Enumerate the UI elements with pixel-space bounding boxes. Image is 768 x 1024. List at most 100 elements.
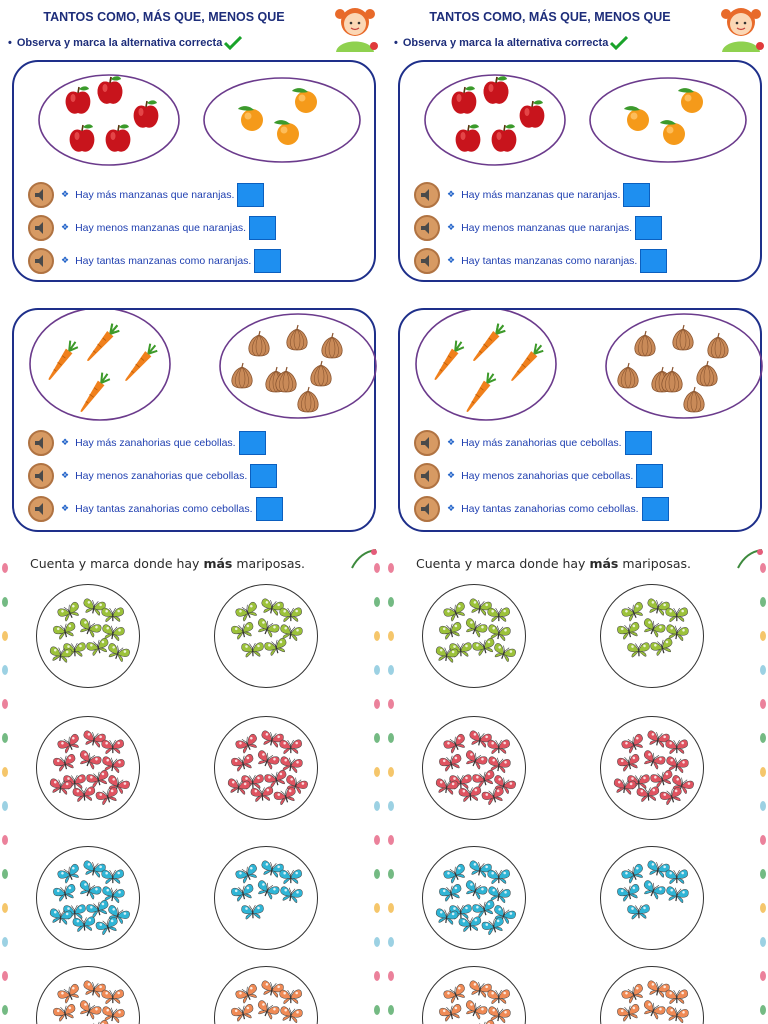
answer-option[interactable]: ❖Hay menos manzanas que naranjas. xyxy=(414,215,663,241)
right-group-oval xyxy=(219,313,377,419)
answer-option[interactable]: ❖Hay más zanahorias que cebollas. xyxy=(414,430,652,456)
onion-icon xyxy=(297,386,319,413)
onion-icon xyxy=(231,362,253,389)
onion-icon xyxy=(661,366,683,393)
butterfly-group-circle[interactable] xyxy=(36,966,140,1024)
butterfly-group-circle[interactable] xyxy=(214,846,318,950)
butterfly-group-circle[interactable] xyxy=(422,846,526,950)
butterfly-group-circle[interactable] xyxy=(36,716,140,820)
answer-option[interactable]: ❖Hay tantas zanahorias como cebollas. xyxy=(28,496,283,522)
left-group-oval xyxy=(424,74,566,166)
right-floral-border xyxy=(374,563,380,1015)
diamond-bullet-icon: ❖ xyxy=(447,223,456,233)
diamond-bullet-icon: ❖ xyxy=(61,256,70,266)
butterfly-group-circle[interactable] xyxy=(422,584,526,688)
butterfly-icon xyxy=(627,904,650,920)
answer-option[interactable]: ❖Hay más manzanas que naranjas. xyxy=(28,182,265,208)
onion-icon xyxy=(286,324,308,351)
butterfly-icon xyxy=(647,730,670,748)
answer-checkbox[interactable] xyxy=(249,216,277,240)
answer-checkbox[interactable] xyxy=(237,183,265,207)
speaker-icon[interactable] xyxy=(414,463,440,489)
worksheet-title: Cuenta y marca donde hay más mariposas. xyxy=(416,556,691,571)
butterfly-group xyxy=(617,860,689,920)
speaker-icon[interactable] xyxy=(414,496,440,522)
butterfly-group-circle[interactable] xyxy=(214,966,318,1024)
butterfly-icon xyxy=(481,916,504,936)
butterfly-group-circle[interactable] xyxy=(600,584,704,688)
onion-icon xyxy=(275,366,297,393)
butterfly-group-circle[interactable] xyxy=(600,716,704,820)
butterfly-group-circle[interactable] xyxy=(422,716,526,820)
apple-icon xyxy=(69,124,95,152)
diamond-bullet-icon: ❖ xyxy=(61,438,70,448)
butterfly-icon xyxy=(83,980,106,998)
butterfly-group xyxy=(49,598,130,663)
onion-icon xyxy=(634,330,656,357)
instruction: •Observa y marca la alternativa correcta xyxy=(394,36,629,50)
butterfly-icon xyxy=(665,739,688,754)
speaker-icon[interactable] xyxy=(28,215,54,241)
butterfly-group-circle[interactable] xyxy=(214,584,318,688)
butterfly-icon xyxy=(488,886,511,903)
butterfly-group-circle[interactable] xyxy=(36,584,140,688)
question-panel: ❖Hay más manzanas que naranjas. ❖Hay meno… xyxy=(12,60,376,282)
answer-option[interactable]: ❖Hay más manzanas que naranjas. xyxy=(414,182,651,208)
answer-option[interactable]: ❖Hay menos zanahorias que cebollas. xyxy=(414,463,664,489)
panel-illustrations xyxy=(29,310,377,421)
speaker-icon[interactable] xyxy=(414,248,440,274)
diamond-bullet-icon: ❖ xyxy=(447,471,456,481)
speaker-icon[interactable] xyxy=(28,248,54,274)
speaker-icon[interactable] xyxy=(28,430,54,456)
butterfly-icon xyxy=(488,624,511,641)
answer-option[interactable]: ❖Hay tantas zanahorias como cebollas. xyxy=(414,496,669,522)
answer-option[interactable]: ❖Hay menos manzanas que naranjas. xyxy=(28,215,277,241)
carrot-icon xyxy=(473,323,506,362)
answer-option[interactable]: ❖Hay menos zanahorias que cebollas. xyxy=(28,463,278,489)
answer-checkbox[interactable] xyxy=(640,249,668,273)
answer-checkbox[interactable] xyxy=(250,464,278,488)
butterfly-icon xyxy=(57,864,79,884)
apple-icon xyxy=(451,86,477,114)
worksheet-bottom-right: Cuenta y marca donde hay más mariposas. xyxy=(386,548,768,1024)
answer-checkbox[interactable] xyxy=(623,183,651,207)
answer-checkbox[interactable] xyxy=(238,431,266,455)
speaker-icon[interactable] xyxy=(414,215,440,241)
butterfly-icon xyxy=(487,989,510,1004)
answer-checkbox[interactable] xyxy=(254,249,282,273)
butterfly-icon xyxy=(665,989,688,1004)
butterfly-group-circle[interactable] xyxy=(600,846,704,950)
answer-checkbox[interactable] xyxy=(635,216,663,240)
butterfly-group xyxy=(617,980,689,1023)
butterfly-icon xyxy=(465,618,488,638)
orange-icon xyxy=(274,120,299,145)
carrot-icon xyxy=(511,343,544,382)
speaker-icon[interactable] xyxy=(28,182,54,208)
butterfly-group-circle[interactable] xyxy=(214,716,318,820)
answer-checkbox[interactable] xyxy=(641,497,669,521)
butterfly-group-circle[interactable] xyxy=(600,966,704,1024)
answer-option[interactable]: ❖Hay tantas manzanas como naranjas. xyxy=(414,248,668,274)
answer-checkbox[interactable] xyxy=(624,431,652,455)
butterfly-group xyxy=(227,730,308,806)
answer-checkbox[interactable] xyxy=(255,497,283,521)
answer-option[interactable]: ❖Hay más zanahorias que cebollas. xyxy=(28,430,266,456)
butterfly-icon xyxy=(72,786,96,802)
speaker-icon[interactable] xyxy=(28,496,54,522)
butterfly-icon xyxy=(280,886,303,903)
speaker-icon[interactable] xyxy=(414,430,440,456)
diamond-bullet-icon: ❖ xyxy=(447,438,456,448)
butterfly-group xyxy=(435,598,516,663)
carrot-icon xyxy=(48,340,79,381)
butterfly-group-circle[interactable] xyxy=(36,846,140,950)
speaker-icon[interactable] xyxy=(414,182,440,208)
butterfly-icon xyxy=(83,598,106,616)
butterfly-icon xyxy=(101,869,124,884)
answer-checkbox[interactable] xyxy=(636,464,664,488)
butterfly-group-circle[interactable] xyxy=(422,966,526,1024)
speaker-icon[interactable] xyxy=(28,463,54,489)
answer-option[interactable]: ❖Hay tantas manzanas como naranjas. xyxy=(28,248,282,274)
butterfly-icon xyxy=(79,880,102,900)
butterfly-icon xyxy=(261,980,284,998)
flower-decoration xyxy=(737,549,763,569)
